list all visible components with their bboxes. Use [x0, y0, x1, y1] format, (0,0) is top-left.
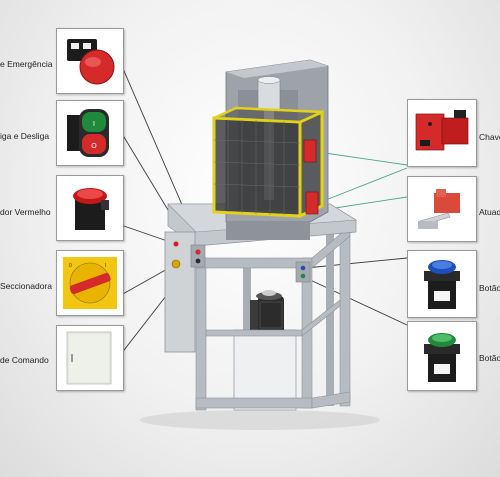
svg-text:O: O [91, 143, 97, 150]
callout-label-on-off-button: iga e Desliga [0, 131, 50, 141]
motor-icon [250, 290, 284, 334]
leader-line-green-button [305, 277, 408, 326]
callout-label-control-panel: de Comando [0, 355, 49, 365]
callout-label-blue-button: Botão [479, 283, 500, 293]
interlock-switch-lower [305, 191, 319, 215]
callout-label-actuator: Atuad [479, 207, 500, 217]
callout-label-disconnect-switch: Seccionadora [0, 281, 52, 291]
electrical-panel [164, 231, 196, 353]
safety-guard [212, 106, 324, 219]
blue-button-thumbnail [407, 250, 477, 318]
green-button-thumbnail [407, 321, 477, 391]
interlock-switch-upper [303, 139, 317, 163]
hydraulic-tank [233, 329, 297, 411]
on-off-button-thumbnail: I O [56, 100, 124, 166]
callout-label-red-indicator: dor Vermelho [0, 207, 51, 217]
safety-interlock-thumbnail [407, 99, 477, 167]
leader-line-interlock-a [317, 151, 408, 166]
svg-text:I: I [93, 121, 95, 128]
leader-line-panel [120, 295, 167, 355]
svg-text:I: I [105, 263, 106, 269]
control-panel-thumbnail [56, 325, 124, 391]
leader-line-blue-button [305, 257, 408, 269]
disconnect-switch-thumbnail: 0 I [56, 250, 124, 316]
leader-line-interlock-b [317, 167, 408, 204]
red-indicator-thumbnail [56, 175, 124, 241]
actuator-thumbnail [407, 176, 477, 242]
callout-label-safety-interlock: Chave [479, 132, 500, 142]
callout-label-emergency-stop: e Emergência [0, 59, 53, 69]
svg-text:0: 0 [69, 263, 72, 269]
emergency-stop-thumbnail [56, 28, 124, 94]
callout-label-green-button: Botão [479, 353, 500, 363]
